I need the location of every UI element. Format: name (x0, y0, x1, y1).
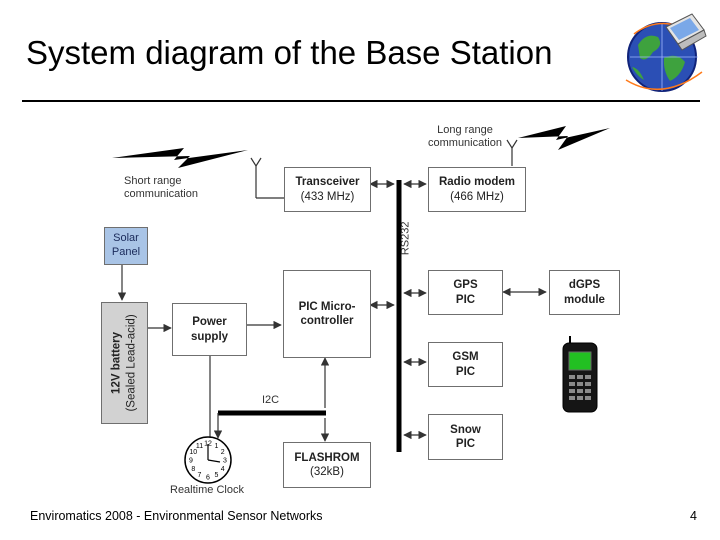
lightning-icon-short (112, 148, 248, 168)
clock-icon (184, 436, 232, 484)
lightning-icon-long (518, 126, 610, 150)
clock-number: 10 (189, 449, 197, 456)
footer-text: Enviromatics 2008 - Environmental Sensor… (30, 509, 323, 523)
flashrom-box: FLASHROM(32kB) (283, 442, 371, 488)
clock-number: 8 (191, 466, 195, 473)
realtime-clock-label: Realtime Clock (170, 484, 244, 496)
clock-number: 5 (215, 472, 219, 479)
clock-number: 2 (221, 449, 225, 456)
transceiver-box: Transceiver(433 MHz) (284, 167, 371, 212)
clock-number: 4 (221, 466, 225, 473)
i2c-label: I2C (262, 394, 280, 406)
clock-number: 7 (198, 472, 202, 479)
slide-title: System diagram of the Base Station (26, 34, 553, 71)
clock-number: 9 (189, 458, 193, 465)
clock-number: 12 (204, 441, 212, 448)
clock-number: 1 (215, 443, 219, 450)
battery-box: 12V battery (Sealed Lead-acid) (101, 302, 148, 424)
clock-number: 6 (206, 475, 210, 482)
page-number: 4 (690, 509, 697, 523)
title-rule (22, 100, 700, 102)
mobile-phone-icon (562, 336, 598, 413)
clock-number: 3 (223, 458, 227, 465)
rs232-label: RS232 (399, 221, 412, 256)
pic-microcontroller-box: PIC Micro-controller (283, 270, 371, 358)
clock-number: 11 (196, 443, 203, 450)
globe-laptop-icon (625, 13, 707, 92)
radio-modem-box: Radio modem(466 MHz) (428, 167, 526, 212)
